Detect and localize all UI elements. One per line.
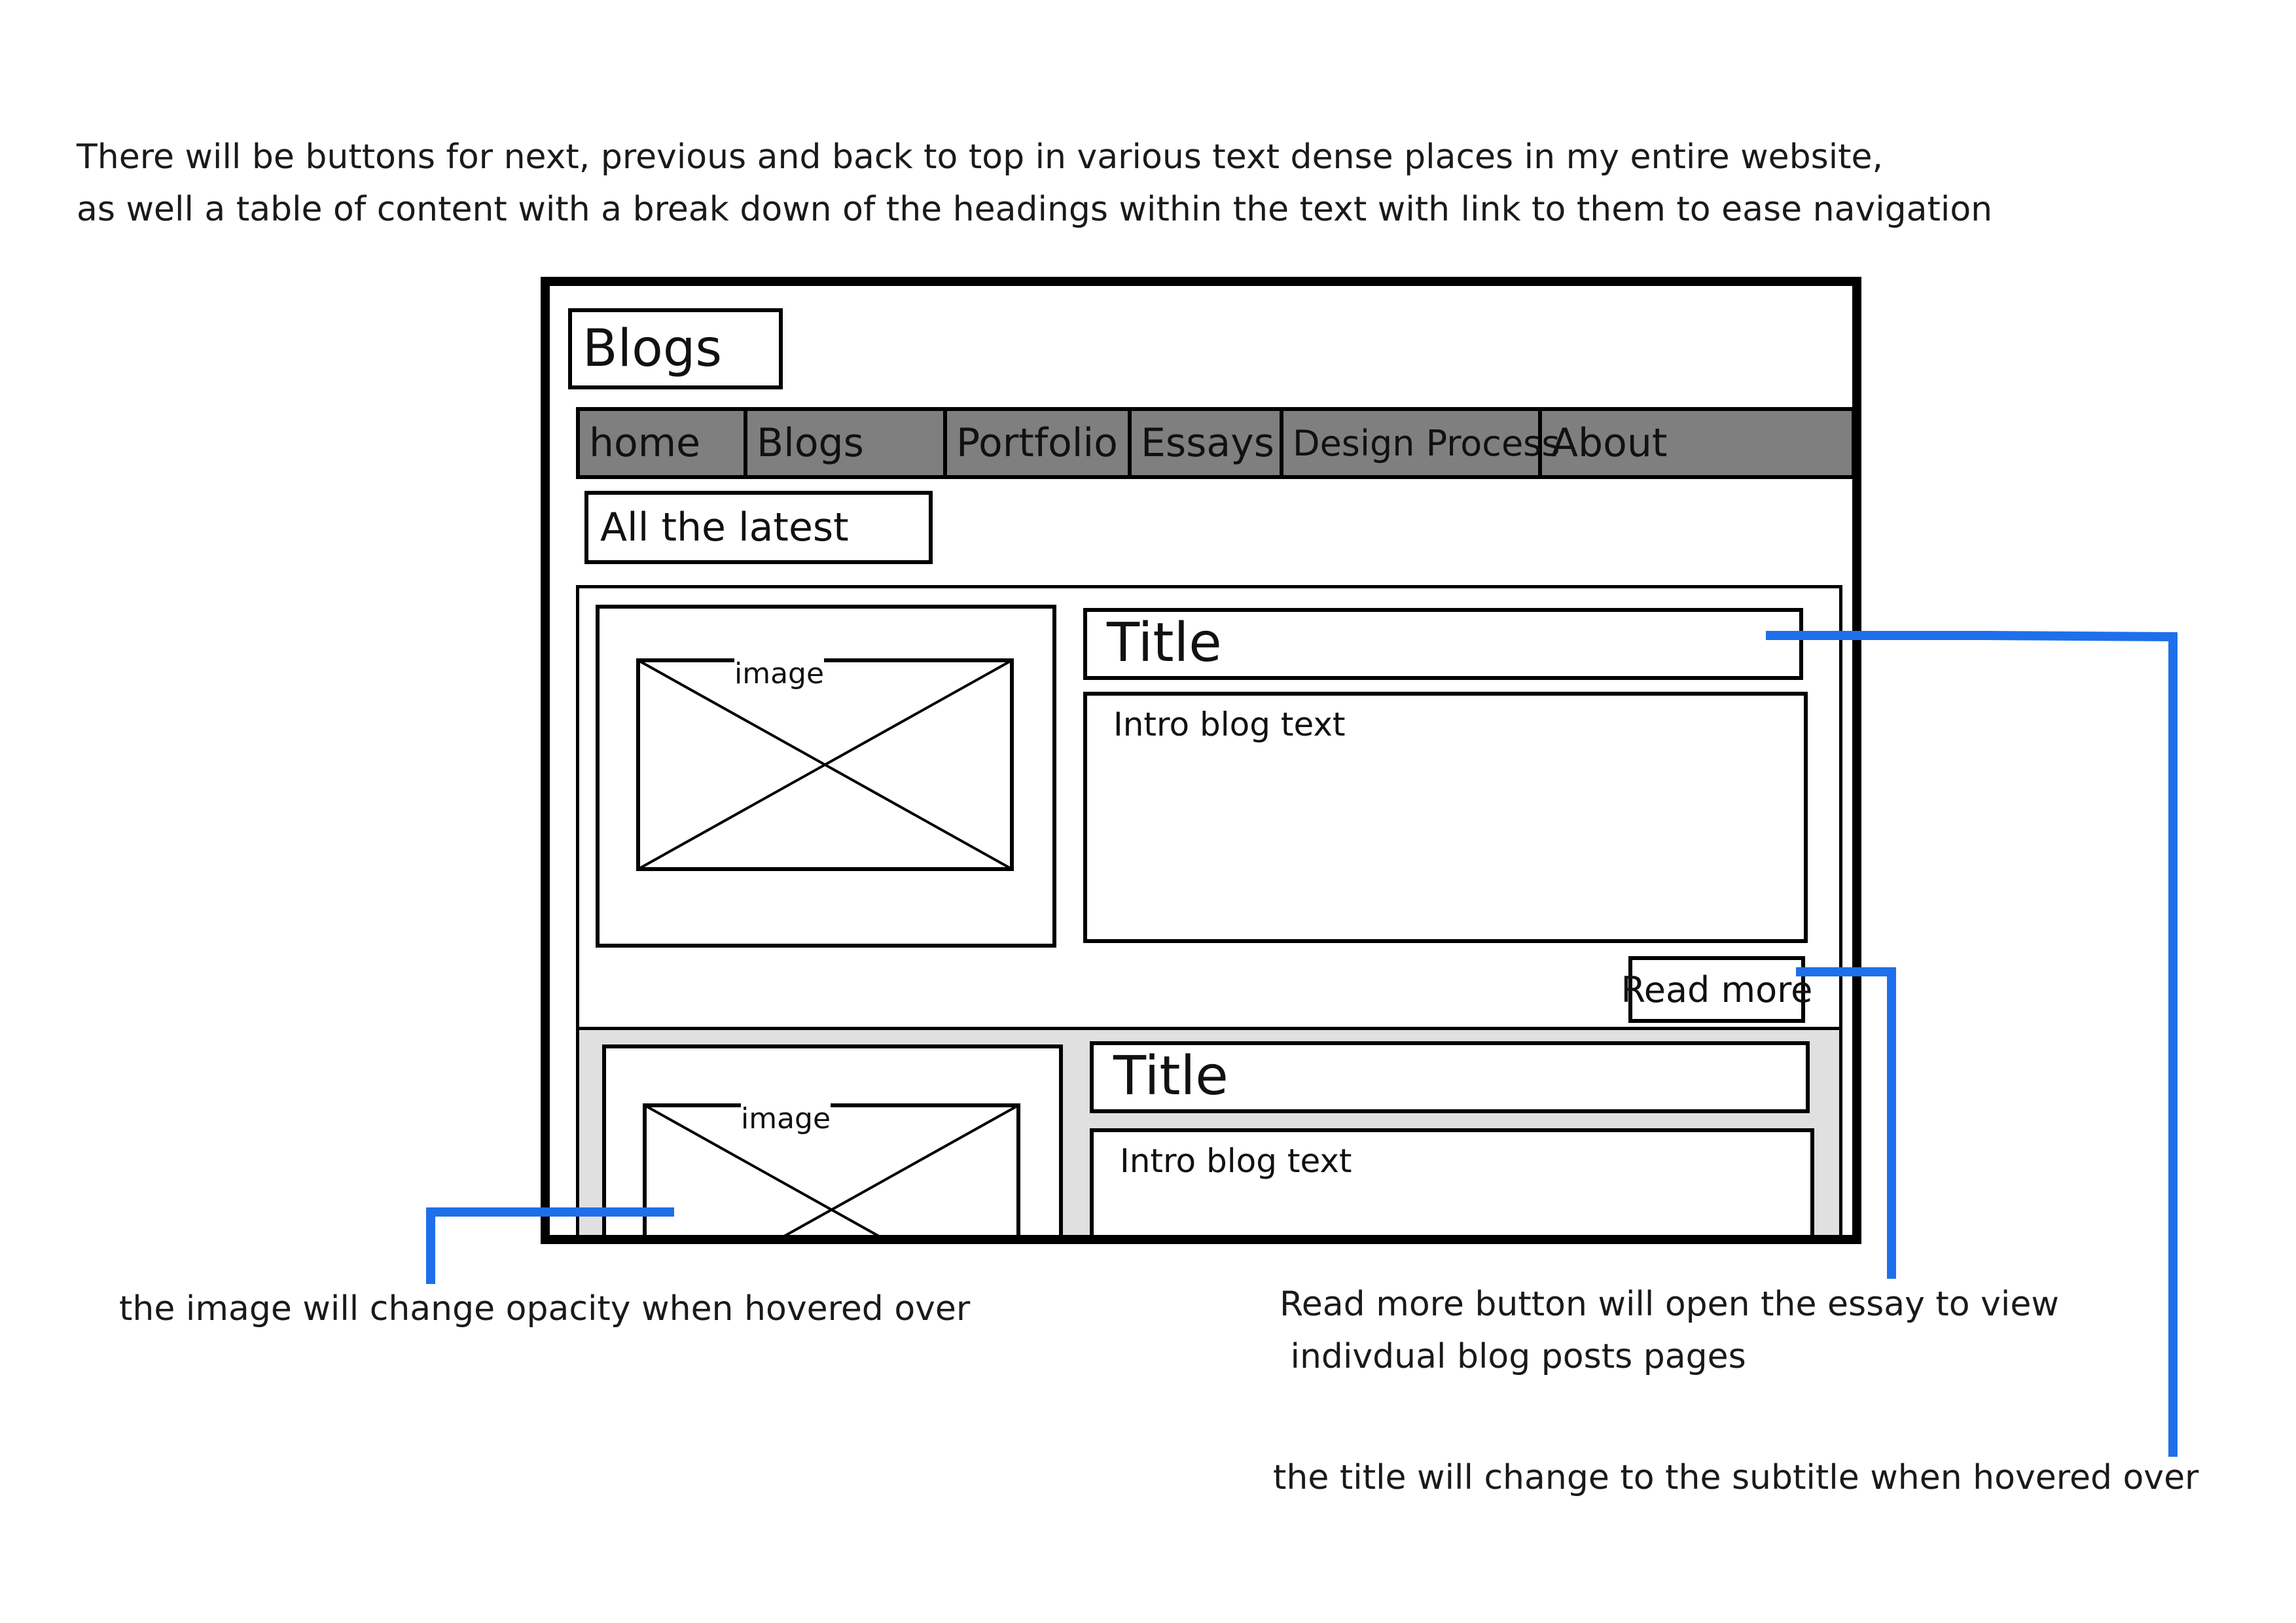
read-more-label: Read more — [1621, 969, 1813, 1010]
image-hover-note: the image will change opacity when hover… — [119, 1289, 971, 1329]
nav-item-design-process[interactable]: Design Process — [1283, 411, 1560, 475]
image-placeholder[interactable]: image — [636, 657, 1014, 871]
nav-item-portfolio[interactable]: Portfolio — [947, 411, 1132, 475]
top-note-line-1: There will be buttons for next, previous… — [77, 137, 1884, 177]
read-more-button[interactable]: Read more — [1621, 956, 1812, 1023]
post-title-text: Title — [1107, 612, 1222, 674]
image-cross-icon — [643, 1103, 1020, 1235]
read-more-note-line-2: indivdual blog posts pages — [1280, 1337, 1746, 1376]
image-placeholder[interactable]: image — [643, 1102, 1020, 1235]
post-title[interactable]: Title — [1090, 1041, 1810, 1113]
main-nav: home Blogs Portfolio Essays Design Proce… — [576, 407, 1852, 479]
intro-text-box: Intro blog text — [1090, 1128, 1814, 1235]
intro-text: Intro blog text — [1113, 705, 1346, 743]
nav-item-blogs[interactable]: Blogs — [747, 411, 947, 475]
image-container: image — [596, 605, 1056, 948]
nav-item-home[interactable]: home — [580, 411, 747, 475]
blog-card: image Title Intro blog text Read more — [576, 585, 1842, 1034]
image-label: image — [734, 657, 825, 690]
section-heading: All the latest — [584, 491, 933, 564]
image-cross-icon — [636, 658, 1014, 871]
nav-item-essays[interactable]: Essays — [1132, 411, 1283, 475]
section-heading-text: All the latest — [600, 505, 849, 550]
wireframe-frame: Blogs home Blogs Portfolio Essays Design… — [541, 277, 1861, 1244]
nav-item-about[interactable]: About — [1551, 420, 1668, 466]
blog-card: image Title Intro blog text — [576, 1027, 1842, 1235]
intro-text: Intro blog text — [1120, 1142, 1352, 1180]
image-label: image — [741, 1102, 831, 1135]
page-title: Blogs — [568, 308, 783, 389]
post-title[interactable]: Title — [1083, 608, 1803, 680]
title-hover-note: the title will change to the subtitle wh… — [1273, 1458, 2199, 1497]
top-note-line-2: as well a table of content with a break … — [77, 190, 1993, 229]
read-more-note-line-1: Read more button will open the essay to … — [1280, 1285, 2059, 1324]
image-container: image — [602, 1044, 1063, 1235]
post-title-text: Title — [1113, 1045, 1229, 1107]
intro-text-box: Intro blog text — [1083, 692, 1808, 943]
page-title-text: Blogs — [583, 319, 723, 378]
